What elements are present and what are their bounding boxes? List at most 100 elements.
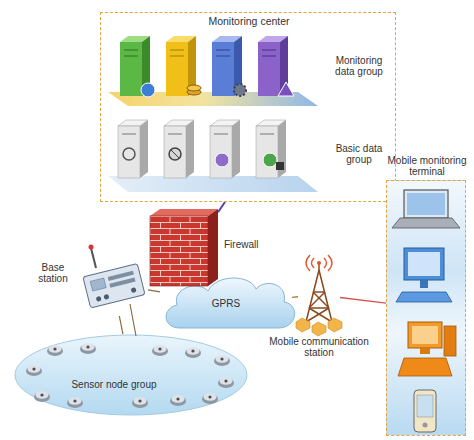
base-station-device <box>109 278 135 288</box>
desktop-icon <box>396 248 452 302</box>
pc-icon <box>412 326 438 344</box>
server-icon <box>262 56 276 57</box>
node-label: GPRS <box>160 298 292 309</box>
phone-icon <box>423 423 428 428</box>
base-station-device <box>91 248 96 268</box>
server-icon <box>187 89 201 95</box>
server-icon <box>120 36 155 97</box>
sensor-node-icon <box>132 397 148 408</box>
tower-icon <box>313 292 329 308</box>
server-icon <box>120 42 142 96</box>
server-icon <box>234 84 246 96</box>
server-icon <box>118 126 140 178</box>
tower-base <box>328 318 342 332</box>
pc-icon <box>444 326 456 356</box>
tower-icon <box>306 270 319 322</box>
base-station-device <box>96 296 102 302</box>
server-icon <box>256 126 278 178</box>
server-icon <box>214 134 228 135</box>
tower-icon <box>319 270 332 322</box>
server-icon <box>169 148 181 160</box>
server-icon <box>120 36 150 42</box>
sensor-node-icon <box>80 343 96 354</box>
tower-icon <box>306 308 329 322</box>
node-label: Firewall <box>224 239 268 250</box>
floor-band <box>108 92 318 192</box>
server-icon <box>142 36 150 96</box>
firewall-node: Firewall <box>150 209 218 286</box>
base-station-device <box>90 278 106 291</box>
server-icon <box>171 150 179 158</box>
server-icon <box>258 42 280 96</box>
sensor-node-icon <box>26 365 42 376</box>
server-icon <box>124 56 138 57</box>
server-icon <box>212 42 234 96</box>
desktop-icon <box>408 252 440 276</box>
floor-band <box>108 92 318 106</box>
firewall-wall <box>208 209 218 286</box>
server-icon <box>232 120 240 178</box>
server-icon <box>216 50 230 51</box>
server-icon <box>118 120 148 178</box>
sensor-node-icon <box>34 391 50 402</box>
server-icon <box>215 153 229 167</box>
node-label: Monitoring data group <box>327 55 391 77</box>
server-icon <box>234 36 242 96</box>
tower-icon <box>318 264 320 272</box>
server-icon <box>262 50 276 51</box>
tower-base <box>296 318 342 336</box>
node-label: Basic data group <box>327 143 391 165</box>
server-icon <box>212 36 246 96</box>
base-station-device <box>130 304 136 336</box>
node-label: Monitoring center <box>101 16 397 27</box>
tower-icon <box>309 307 329 309</box>
tower-icon <box>309 308 332 322</box>
sensor-node-icon <box>218 377 234 388</box>
network-cloud: GPRS <box>160 272 292 334</box>
server-icon <box>164 120 194 126</box>
server-icon <box>141 83 155 97</box>
base-station-device <box>131 287 137 293</box>
desktop-icon <box>420 280 428 288</box>
server-icon <box>260 134 274 135</box>
server-icon <box>210 126 232 178</box>
server-icon <box>168 134 182 135</box>
connector-line <box>119 316 123 334</box>
firewall-wall <box>150 216 208 286</box>
server-icon <box>118 120 148 126</box>
signal-waves <box>306 255 332 271</box>
server-band: Basic data group <box>105 113 393 197</box>
server-icon <box>258 36 294 96</box>
pc-icon <box>420 348 430 354</box>
connector-line <box>340 298 386 304</box>
sensor-node-icon <box>67 397 83 408</box>
desktop-icon <box>396 292 452 302</box>
sensor-node-icon <box>202 393 218 404</box>
base-station-device <box>83 263 145 308</box>
server-icon <box>166 42 188 96</box>
sensor-node-icon <box>170 395 186 406</box>
sensor-node-icon <box>185 347 201 358</box>
server-icon <box>258 36 288 42</box>
ellipse-outline <box>14 334 248 416</box>
server-icon <box>124 50 138 51</box>
node-label: Mobile communication station <box>262 336 376 358</box>
server-icon <box>210 120 240 126</box>
laptop-icon <box>404 190 448 218</box>
sensor-node-icon <box>152 345 168 356</box>
server-icon <box>263 153 277 167</box>
server-icon <box>170 56 184 57</box>
server-icon <box>170 50 184 51</box>
firewall-wall <box>150 209 218 216</box>
sensor-node-icon <box>214 355 230 366</box>
firewall-wall <box>150 209 218 286</box>
connector-line <box>218 202 225 212</box>
server-icon <box>256 120 286 178</box>
server-icon <box>188 36 196 96</box>
server-icon <box>280 36 288 96</box>
pc-icon <box>408 322 442 348</box>
server-icon <box>164 120 194 178</box>
phone-icon <box>414 390 436 432</box>
